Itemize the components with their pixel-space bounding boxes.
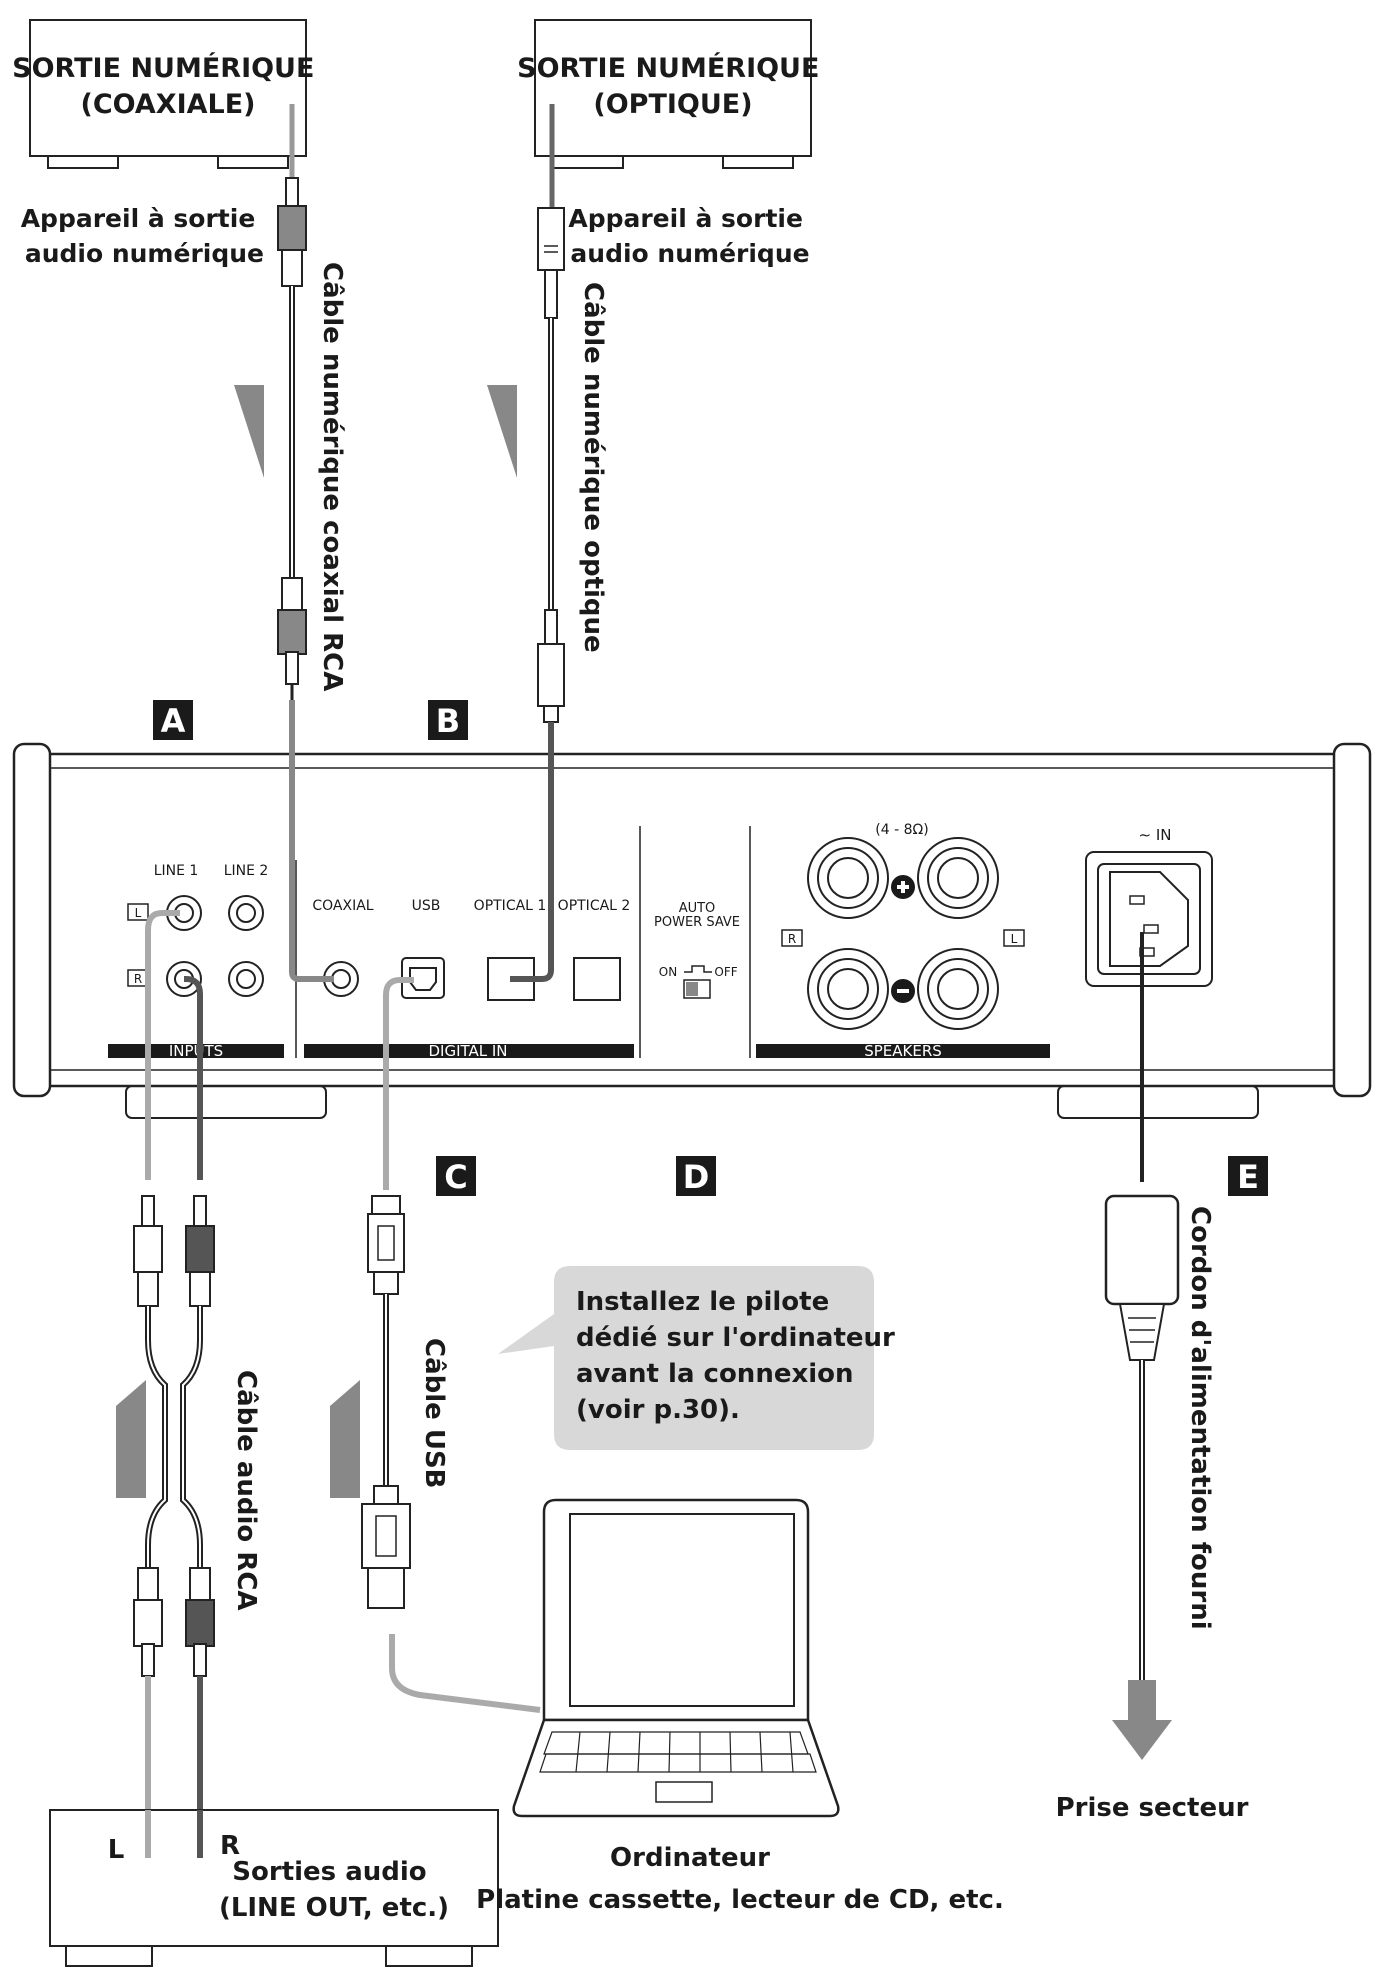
coax-box-label: SORTIE NUMÉRIQUE (COAXIALE) bbox=[12, 52, 324, 120]
speaker-l-label: L bbox=[1011, 932, 1018, 946]
optical-device-line1: Appareil à sortie bbox=[568, 204, 803, 233]
speaker-terminal-l-minus[interactable] bbox=[917, 948, 999, 1030]
coaxial-label: COAXIAL bbox=[312, 898, 373, 914]
power-save-label: POWER SAVE bbox=[654, 915, 740, 930]
ac-in-label: ∼ IN bbox=[1139, 826, 1172, 844]
svg-text:B: B bbox=[436, 702, 460, 740]
callout-line1: Installez le pilote bbox=[576, 1287, 829, 1317]
usb-up-arrow bbox=[330, 1406, 360, 1498]
usb-label: USB bbox=[412, 898, 441, 914]
usb-port[interactable] bbox=[401, 957, 445, 999]
power-cord bbox=[1104, 1194, 1180, 1680]
callout-line4: (voir p.30). bbox=[576, 1395, 740, 1425]
laptop-icon bbox=[512, 1498, 840, 1818]
impedance-label: (4 - 8Ω) bbox=[875, 822, 928, 838]
power-cord-label: Cordon d'alimentation fourni bbox=[1185, 1206, 1215, 1630]
usb-cable-to-panel bbox=[383, 977, 414, 1190]
audio-source-box bbox=[49, 1809, 499, 1967]
outlet-label: Prise secteur bbox=[1056, 1793, 1249, 1823]
usb-cable-to-computer bbox=[389, 1634, 541, 1713]
speaker-terminal-r-minus[interactable] bbox=[807, 948, 889, 1030]
optical-box-line2: (OPTIQUE) bbox=[593, 89, 752, 120]
speakers-bar bbox=[756, 1044, 1050, 1058]
svg-text:E: E bbox=[1237, 1158, 1259, 1196]
minus-icon bbox=[891, 979, 915, 1003]
coaxial-jack[interactable] bbox=[323, 961, 359, 997]
line-r-label: R bbox=[134, 972, 142, 986]
svg-text:A: A bbox=[161, 702, 186, 740]
usb-up-arrow-head bbox=[330, 1380, 360, 1406]
rca-r-cable-to-panel bbox=[184, 976, 203, 1180]
outputs-label: Sorties audio (LINE OUT, etc.) bbox=[219, 1857, 449, 1923]
rear-panel: LINE 1 LINE 2 L R INPUTS COAXIAL USB OPT… bbox=[12, 742, 1372, 1119]
outputs-line2: (LINE OUT, etc.) bbox=[219, 1893, 449, 1923]
speaker-r-label: R bbox=[788, 932, 796, 946]
rca-cable bbox=[133, 1195, 215, 1677]
rca-l-cable-to-panel bbox=[145, 910, 180, 1180]
svg-text:D: D bbox=[683, 1158, 710, 1196]
marker-c: C bbox=[436, 1156, 476, 1196]
auto-label: AUTO bbox=[679, 901, 716, 916]
plus-icon bbox=[891, 875, 915, 899]
callout-text: Installez le pilote dédié sur l'ordinate… bbox=[576, 1287, 904, 1425]
computer-label: Ordinateur bbox=[610, 1843, 770, 1873]
switch-on-label: ON bbox=[659, 965, 677, 979]
coax-cable-label: Câble numérique coaxial RCA bbox=[317, 262, 347, 691]
coax-down-arrow bbox=[234, 385, 264, 478]
optical-box-line1: SORTIE NUMÉRIQUE bbox=[517, 52, 819, 84]
inputs-label: INPUTS bbox=[169, 1042, 223, 1060]
marker-a: A bbox=[153, 700, 193, 740]
optical-source-box: SORTIE NUMÉRIQUE (OPTIQUE) bbox=[517, 19, 829, 169]
ac-inlet[interactable] bbox=[1085, 851, 1213, 987]
optical-cable bbox=[537, 104, 565, 723]
rca-cable-label: Câble audio RCA bbox=[231, 1370, 261, 1611]
coax-box-line2: (COAXIALE) bbox=[80, 89, 255, 120]
driver-callout: Installez le pilote dédié sur l'ordinate… bbox=[498, 1266, 904, 1450]
svg-text:C: C bbox=[444, 1158, 467, 1196]
coax-box-line1: SORTIE NUMÉRIQUE bbox=[12, 52, 314, 84]
power-down-arrow bbox=[1112, 1680, 1172, 1760]
coax-device-line1: Appareil à sortie bbox=[21, 204, 256, 233]
callout-line3: avant la connexion bbox=[576, 1359, 854, 1389]
coax-cable bbox=[277, 104, 307, 700]
optical2-port[interactable] bbox=[573, 957, 621, 1001]
line2-r-jack[interactable] bbox=[228, 961, 264, 997]
rca-up-arrow bbox=[116, 1406, 146, 1498]
auto-power-save-switch[interactable] bbox=[683, 979, 711, 999]
usb-cable bbox=[361, 1195, 411, 1609]
optical-cable-to-panel bbox=[510, 722, 554, 982]
speaker-terminal-l-plus[interactable] bbox=[917, 837, 999, 919]
line2-label: LINE 2 bbox=[224, 863, 269, 879]
optical-down-arrow bbox=[487, 385, 517, 478]
optical-device-label: Appareil à sortie audio numérique bbox=[568, 204, 811, 268]
coax-device-line2: audio numérique bbox=[25, 239, 264, 268]
callout-line2: dédié sur l'ordinateur bbox=[576, 1323, 895, 1353]
marker-d: D bbox=[676, 1156, 716, 1196]
line2-l-jack[interactable] bbox=[228, 895, 264, 931]
speaker-terminal-r-plus[interactable] bbox=[807, 837, 889, 919]
marker-e: E bbox=[1228, 1156, 1268, 1196]
optical-device-line2: audio numérique bbox=[570, 239, 809, 268]
speakers-label: SPEAKERS bbox=[864, 1042, 942, 1060]
coax-source-box: SORTIE NUMÉRIQUE (COAXIALE) bbox=[12, 19, 324, 169]
outputs-line1: Sorties audio bbox=[232, 1857, 426, 1887]
switch-off-label: OFF bbox=[714, 965, 737, 979]
line1-label: LINE 1 bbox=[154, 863, 199, 879]
output-r-label: R bbox=[220, 1831, 240, 1861]
optical2-label: OPTICAL 2 bbox=[558, 898, 631, 914]
marker-b: B bbox=[428, 700, 468, 740]
inputs-bar bbox=[108, 1044, 284, 1058]
rca-up-arrow-head bbox=[116, 1380, 146, 1406]
coax-device-label: Appareil à sortie audio numérique bbox=[21, 204, 264, 268]
output-l-label: L bbox=[108, 1835, 125, 1865]
digital-in-label: DIGITAL IN bbox=[428, 1042, 507, 1060]
source-device-label: Platine cassette, lecteur de CD, etc. bbox=[476, 1885, 1004, 1915]
line-l-label: L bbox=[135, 906, 142, 920]
optical1-label: OPTICAL 1 bbox=[474, 898, 547, 914]
optical-box-label: SORTIE NUMÉRIQUE (OPTIQUE) bbox=[517, 52, 829, 120]
optical-cable-label: Câble numérique optique bbox=[578, 282, 608, 653]
usb-cable-label: Câble USB bbox=[419, 1338, 449, 1489]
coax-cable-to-panel bbox=[289, 700, 334, 982]
